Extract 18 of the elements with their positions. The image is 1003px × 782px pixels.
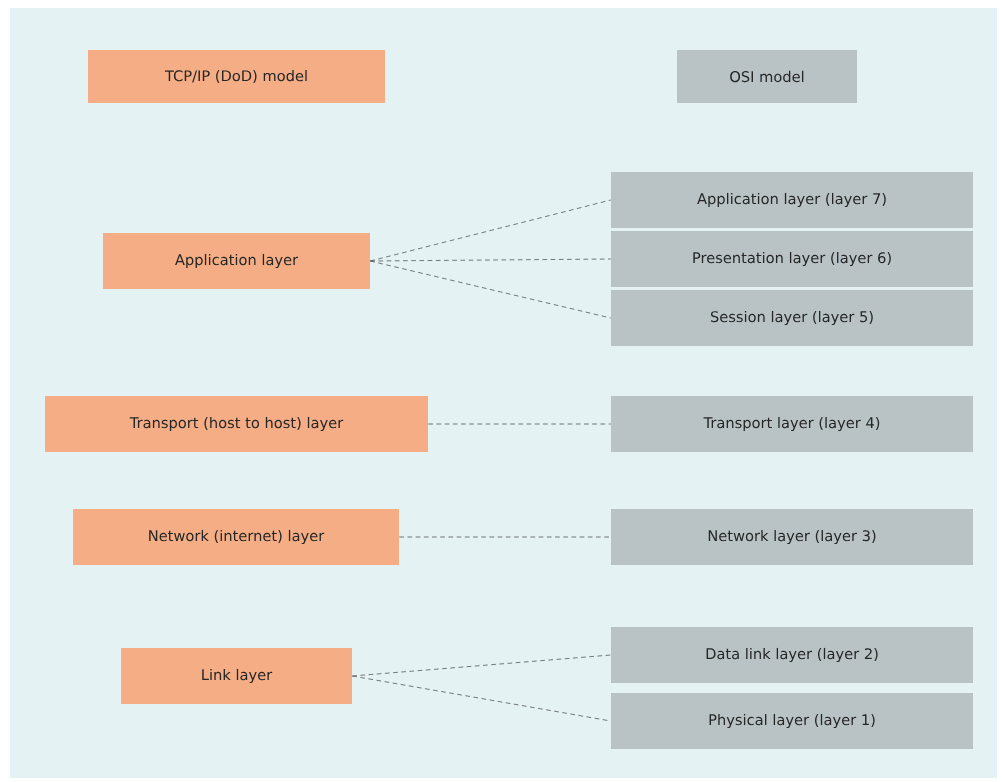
dashed-connector bbox=[369, 260, 612, 319]
tcp-layer-box: TCP/IP (DoD) model bbox=[88, 50, 385, 103]
osi-layer-box: Application layer (layer 7) bbox=[611, 172, 973, 228]
osi-layer-box: Presentation layer (layer 6) bbox=[611, 231, 973, 287]
dashed-connector bbox=[351, 654, 612, 677]
osi-layer-box: Network layer (layer 3) bbox=[611, 509, 973, 565]
osi-layer-box: Session layer (layer 5) bbox=[611, 290, 973, 346]
osi-layer-box: Transport layer (layer 4) bbox=[611, 396, 973, 452]
tcp-layer-box: Transport (host to host) layer bbox=[45, 396, 428, 452]
osi-layer-box: Physical layer (layer 1) bbox=[611, 693, 973, 749]
tcp-layer-box: Network (internet) layer bbox=[73, 509, 399, 565]
osi-layer-box: Data link layer (layer 2) bbox=[611, 627, 973, 683]
dashed-connector bbox=[369, 258, 612, 262]
tcp-layer-box: Application layer bbox=[103, 233, 370, 289]
dashed-connector bbox=[398, 536, 612, 538]
osi-layer-box: OSI model bbox=[677, 50, 857, 103]
tcp-layer-box: Link layer bbox=[121, 648, 352, 704]
dashed-connector bbox=[427, 423, 612, 425]
